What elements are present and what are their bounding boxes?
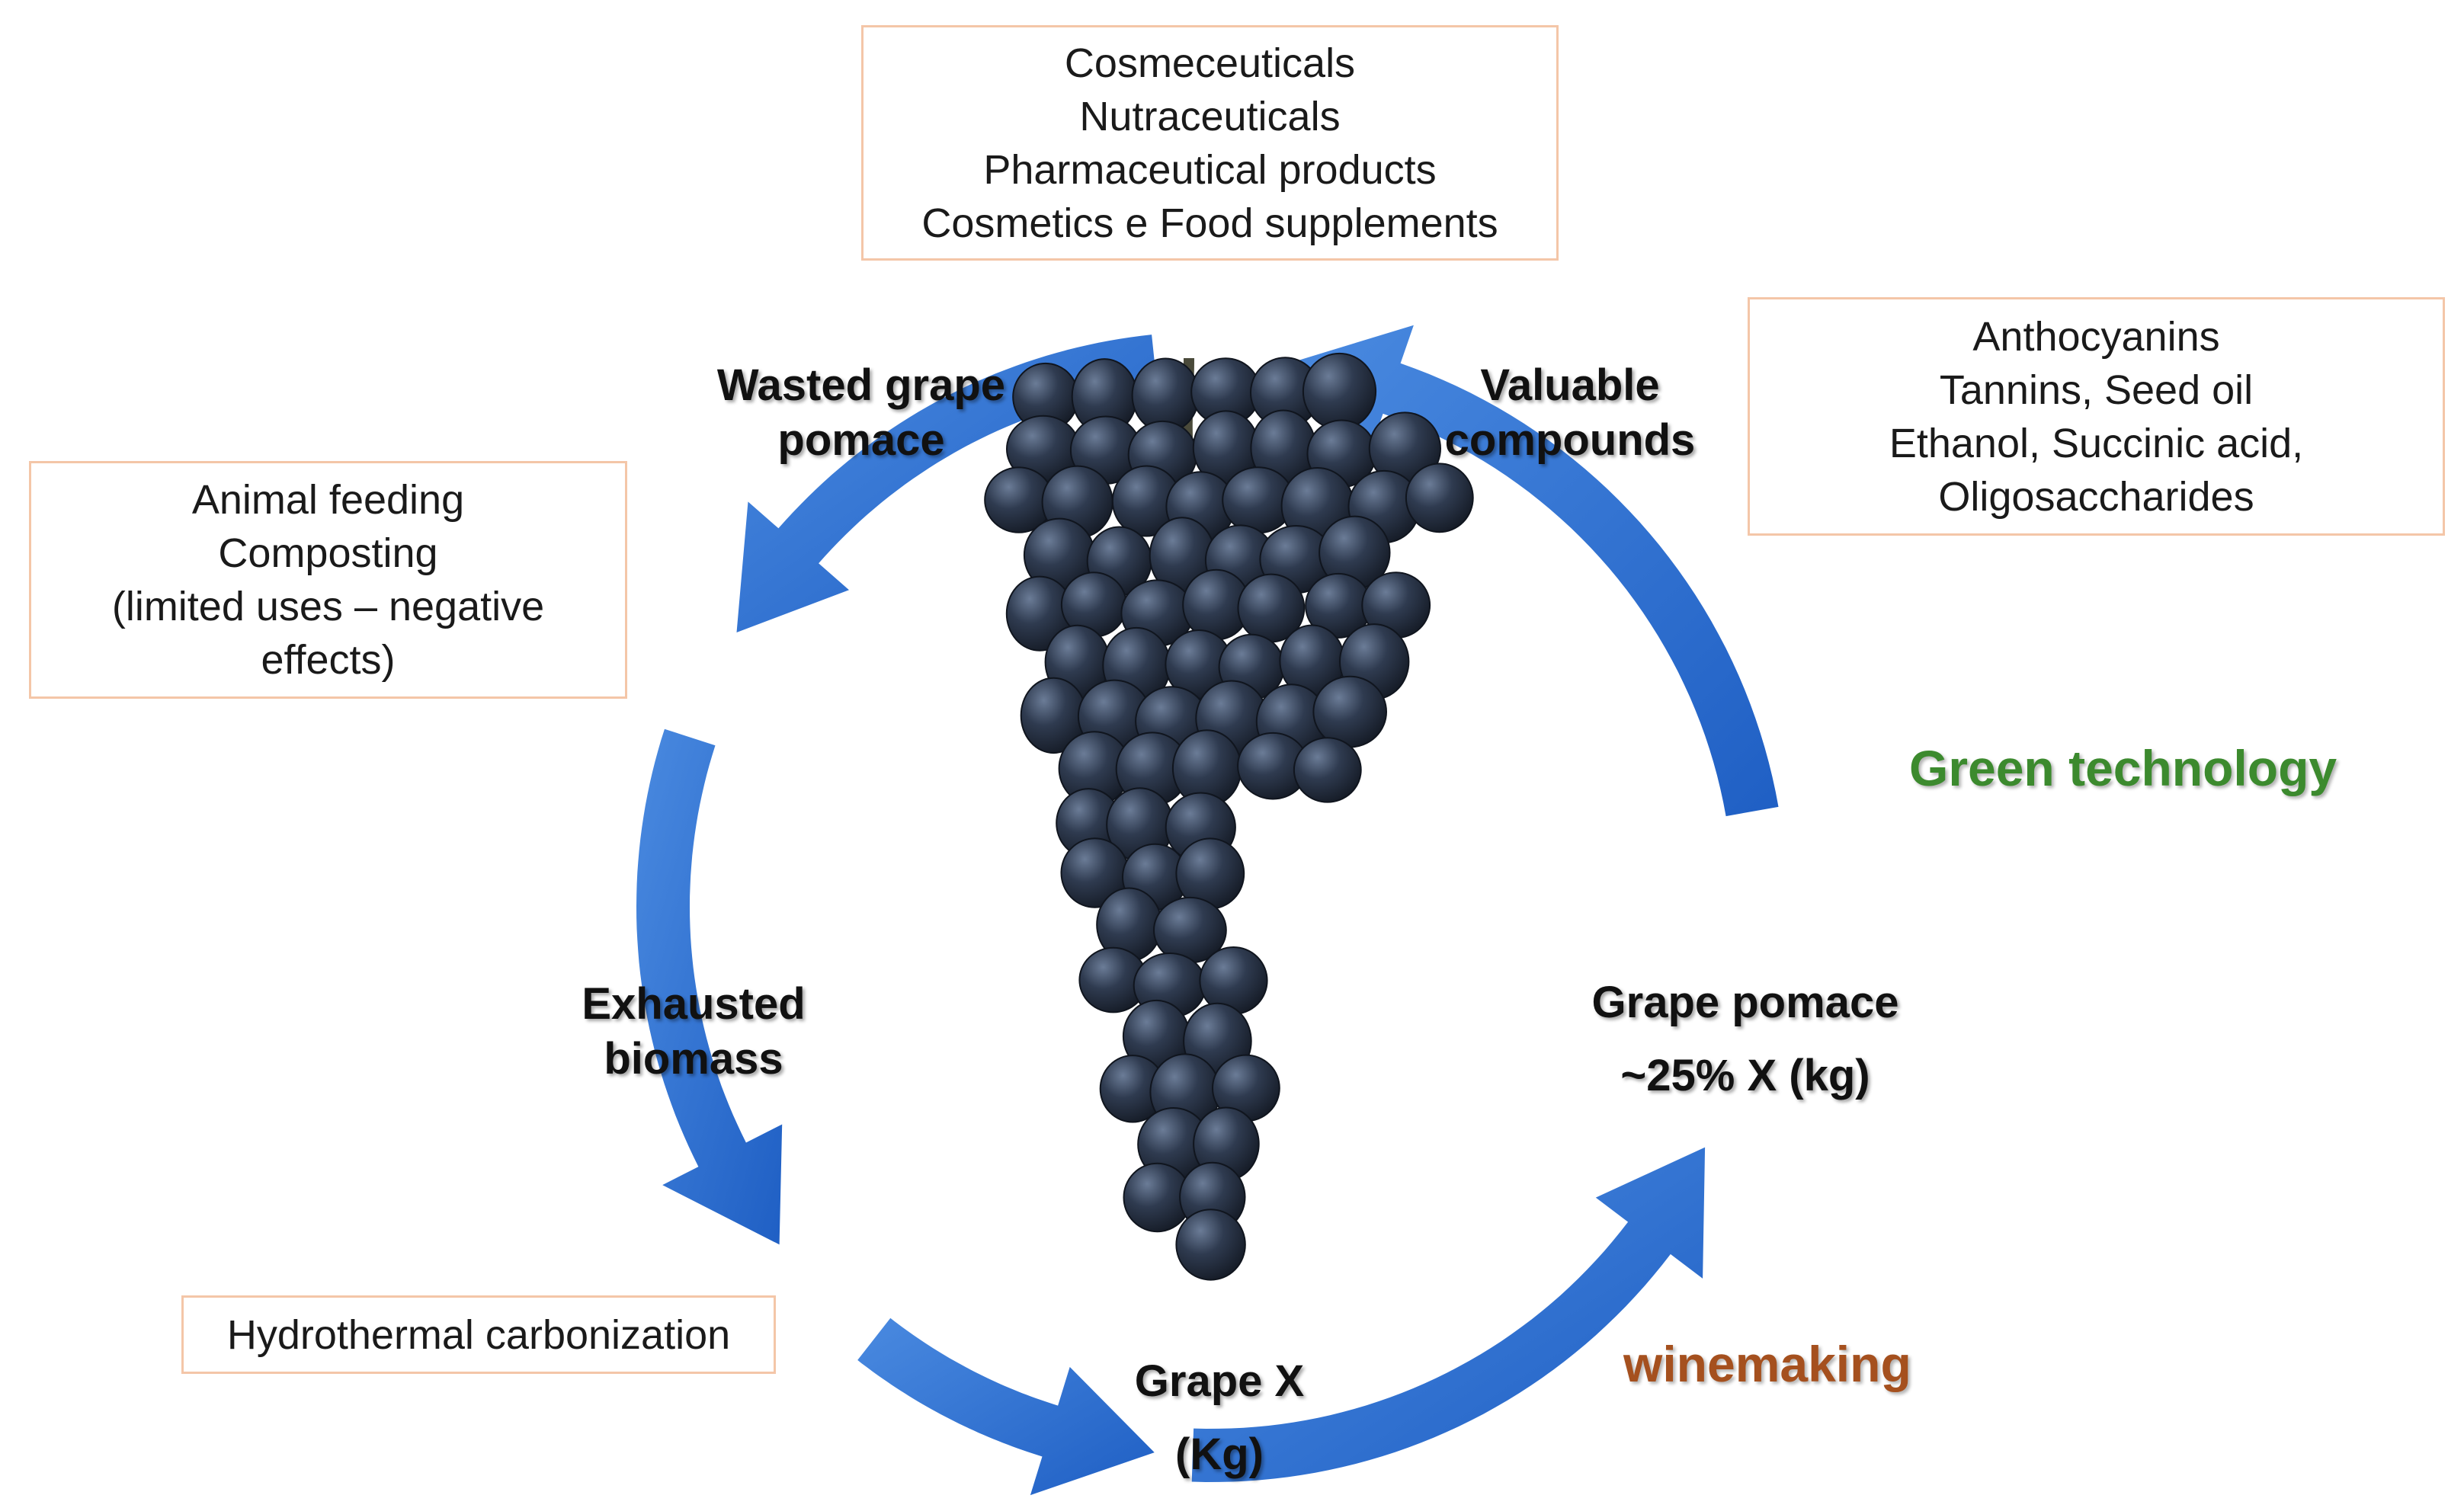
winemaking-label: winemaking [1623,1336,1911,1392]
products-box: Cosmeceuticals Nutraceuticals Pharmaceut… [861,25,1559,261]
compounds-box: Anthocyanins Tannins, Seed oil Ethanol, … [1748,297,2445,536]
compounds-line-1: Anthocyanins [1972,313,2220,360]
grape-x-label: Grape X (Kg) [1067,1345,1372,1491]
arrow-grape-to-pomace [1191,1147,1706,1482]
exhausted-line-1: Exhausted [582,979,806,1029]
grape-berry [1312,675,1387,748]
wasted-line-2: pomace [777,415,945,465]
grape-berry [1293,737,1362,803]
uses-line-3: (limited uses – negative [111,584,545,629]
pomace-line-1: Grape pomace [1591,978,1899,1027]
pomace-line-2: ~25% X (kg) [1620,1051,1870,1100]
valuable-line-2: compounds [1444,415,1696,465]
arrow-exhausted-to-grape [857,1317,1155,1496]
grape-pomace-label: Grape pomace ~25% X (kg) [1540,966,1951,1113]
green-technology-label: Green technology [1909,740,2337,796]
arrow-wasted-to-exhausted [636,728,783,1245]
products-line-3: Pharmaceutical products [983,146,1437,193]
grape-berry [1405,463,1474,533]
uses-line-2: Composting [218,530,438,576]
uses-box: Animal feeding Composting (limited uses … [29,461,627,699]
exhausted-line-2: biomass [604,1034,783,1084]
compounds-line-2: Tannins, Seed oil [1939,367,2254,413]
hydrothermal-label: Hydrothermal carbonization [226,1311,731,1358]
grape-berry [1302,352,1377,431]
products-line-1: Cosmeceuticals [1064,40,1356,86]
grape-x-line-2: (Kg) [1175,1430,1264,1479]
uses-line-4: effects) [261,637,396,683]
grape-x-line-1: Grape X [1134,1356,1305,1406]
valuable-line-1: Valuable [1480,360,1660,410]
uses-line-1: Animal feeding [191,477,465,523]
grape-bunch-icon [984,352,1474,1281]
products-line-2: Nutraceuticals [1079,93,1341,139]
products-line-4: Cosmetics e Food supplements [921,200,1498,246]
wasted-line-1: Wasted grape [716,360,1006,410]
hydrothermal-box: Hydrothermal carbonization [181,1295,776,1374]
compounds-line-4: Oligosaccharides [1938,473,2254,520]
valuable-compounds-label: Valuable compounds [1410,358,1730,468]
compounds-line-3: Ethanol, Succinic acid, [1889,420,2304,466]
exhausted-biomass-label: Exhausted biomass [533,977,854,1087]
wasted-grape-pomace-label: Wasted grape pomace [686,358,1037,468]
grape-berry [1175,1209,1246,1281]
